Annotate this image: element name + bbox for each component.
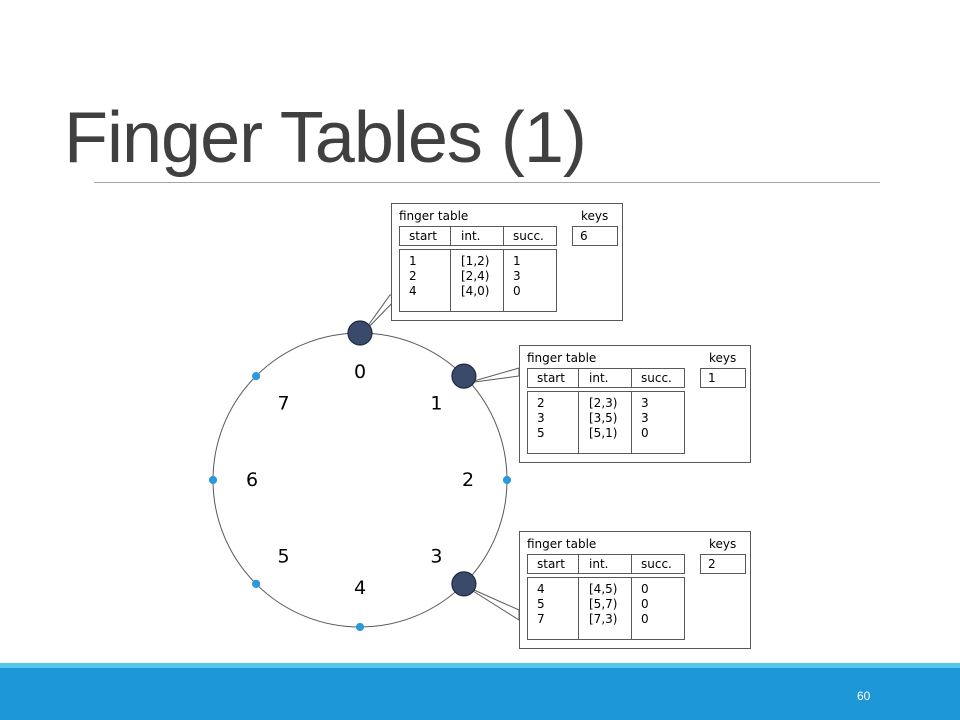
- finger-table-header: start int. succ.: [527, 368, 685, 388]
- start-column: 1 2 4: [409, 254, 417, 299]
- successor-cell: 0: [513, 284, 521, 298]
- title-underline: [94, 182, 880, 183]
- ring-node-3: [451, 571, 477, 597]
- ring-position-2: [502, 475, 512, 485]
- finger-table-body: 2 3 5 [2,3) [3,5) [5,1) 3 3 0: [527, 391, 685, 454]
- header-successor: succ.: [513, 229, 544, 243]
- interval-column: [1,2) [2,4) [4,0): [461, 254, 489, 299]
- successor-column: 0 0 0: [641, 582, 649, 627]
- start-column: 2 3 5: [537, 396, 545, 441]
- start-cell: 1: [409, 254, 417, 268]
- finger-table-body: 1 2 4 [1,2) [2,4) [4,0) 1 3 0: [399, 249, 557, 312]
- successor-cell: 0: [641, 612, 649, 626]
- start-cell: 4: [537, 582, 545, 596]
- header-start: start: [537, 371, 565, 385]
- header-successor: succ.: [641, 557, 672, 571]
- ring-label-6: 6: [246, 469, 258, 491]
- finger-table-header: start int. succ.: [399, 226, 557, 246]
- header-interval: int.: [589, 371, 609, 385]
- successor-column: 1 3 0: [513, 254, 521, 299]
- successor-cell: 3: [641, 396, 649, 410]
- ring-label-3: 3: [430, 545, 442, 567]
- start-cell: 4: [409, 284, 417, 298]
- interval-cell: [7,3): [589, 612, 618, 626]
- interval-cell: [5,7): [589, 597, 618, 611]
- finger-table-body: 4 5 7 [4,5) [5,7) [7,3) 0 0 0: [527, 577, 685, 640]
- header-interval: int.: [589, 557, 609, 571]
- successor-cell: 0: [641, 426, 649, 440]
- successor-cell: 0: [641, 582, 649, 596]
- keys-label: keys: [581, 209, 609, 223]
- successor-cell: 3: [513, 269, 521, 283]
- header-start: start: [409, 229, 437, 243]
- ring-label-2: 2: [462, 469, 474, 491]
- finger-table-node-1: finger table keys start int. succ. 2 3 5…: [519, 345, 751, 463]
- ring-label-1: 1: [430, 393, 442, 415]
- ring-label-4: 4: [354, 577, 366, 599]
- start-cell: 3: [537, 411, 545, 425]
- ring-position-7: [252, 372, 261, 381]
- page-number: 60: [857, 689, 871, 703]
- successor-cell: 0: [641, 597, 649, 611]
- interval-cell: [5,1): [589, 426, 618, 440]
- start-cell: 5: [537, 597, 545, 611]
- interval-cell: [4,5): [589, 582, 618, 596]
- successor-cell: 3: [641, 411, 649, 425]
- finger-table-label: finger table: [527, 537, 597, 551]
- ring-position-4: [355, 622, 365, 632]
- ring-position-5: [252, 579, 261, 589]
- finger-table-node-0: finger table keys start int. succ. 1 2 4…: [391, 203, 623, 321]
- start-cell: 2: [537, 396, 545, 410]
- interval-cell: [3,5): [589, 411, 618, 425]
- interval-column: [4,5) [5,7) [7,3): [589, 582, 617, 627]
- keys-label: keys: [709, 351, 737, 365]
- interval-cell: [2,4): [461, 269, 490, 283]
- header-start: start: [537, 557, 565, 571]
- finger-table-header: start int. succ.: [527, 554, 685, 574]
- interval-cell: [4,0): [461, 284, 490, 298]
- footer-bar: [0, 663, 960, 720]
- successor-column: 3 3 0: [641, 396, 649, 441]
- ring-label-0: 0: [354, 361, 366, 383]
- keys-box: 6: [572, 226, 618, 246]
- slide-title: Finger Tables (1): [64, 98, 587, 178]
- ring-node-0: [347, 320, 373, 346]
- header-successor: succ.: [641, 371, 672, 385]
- finger-table-label: finger table: [399, 209, 469, 223]
- finger-table-node-3: finger table keys start int. succ. 4 5 7…: [519, 531, 751, 649]
- keys-box: 1: [700, 368, 746, 388]
- ring-label-7: 7: [278, 393, 290, 415]
- ring-position-6: [208, 475, 218, 485]
- start-cell: 2: [409, 269, 417, 283]
- successor-cell: 1: [513, 254, 521, 268]
- start-column: 4 5 7: [537, 582, 545, 627]
- start-cell: 7: [537, 612, 545, 626]
- interval-cell: [2,3): [589, 396, 618, 410]
- finger-table-label: finger table: [527, 351, 597, 365]
- header-interval: int.: [461, 229, 481, 243]
- ring-label-5: 5: [278, 545, 290, 567]
- ring-node-1: [451, 363, 477, 389]
- start-cell: 5: [537, 426, 545, 440]
- interval-column: [2,3) [3,5) [5,1): [589, 396, 617, 441]
- keys-box: 2: [700, 554, 746, 574]
- interval-cell: [1,2): [461, 254, 490, 268]
- keys-label: keys: [709, 537, 737, 551]
